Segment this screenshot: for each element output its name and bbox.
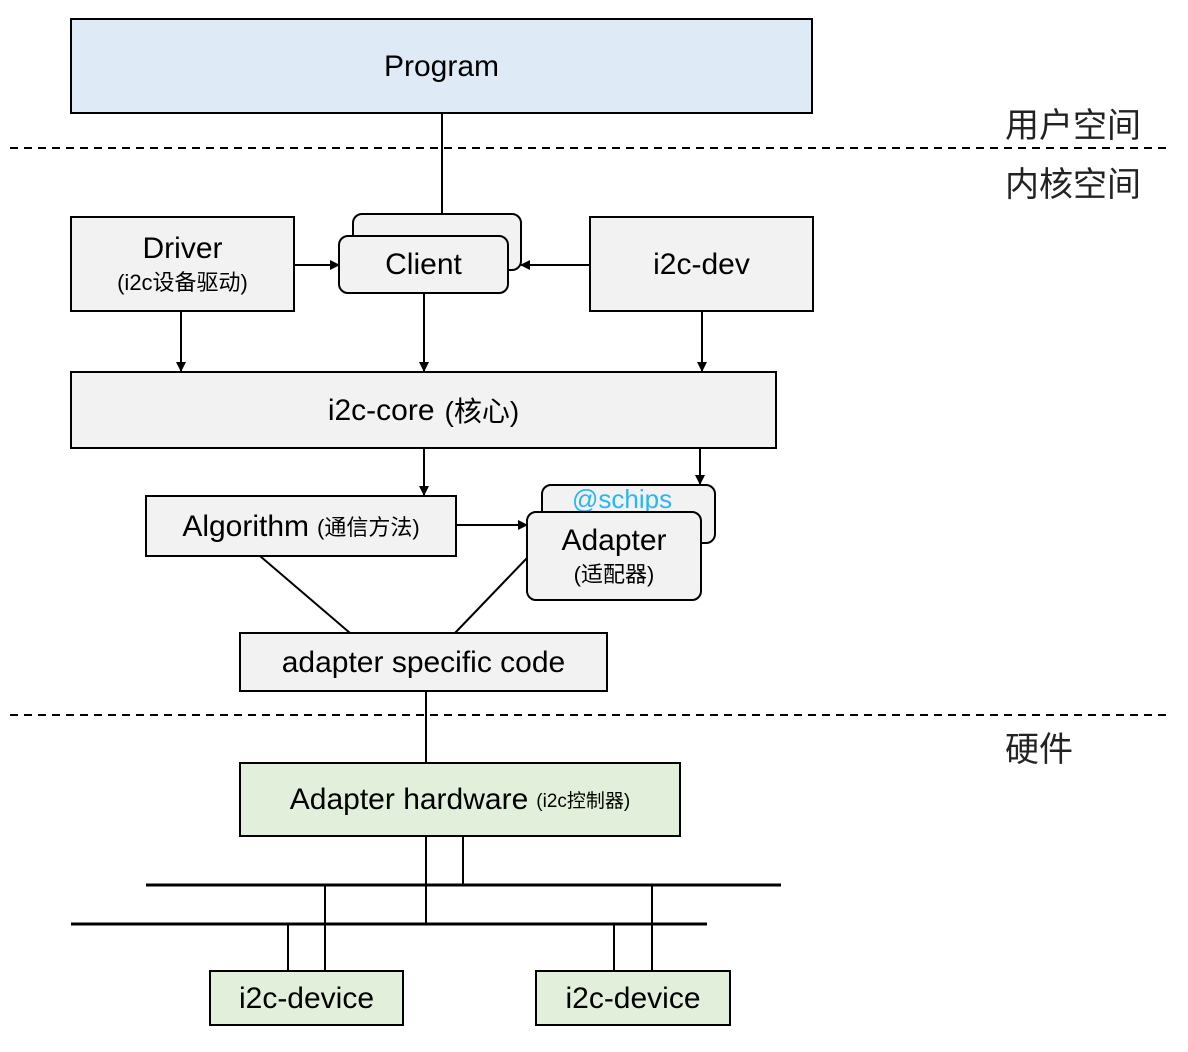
driver-box: Driver (i2c设备驱动) <box>70 216 295 312</box>
adapter-code-line <box>454 557 528 634</box>
i2c-dev-label: i2c-dev <box>653 247 750 281</box>
i2c-core-label: i2c-core <box>327 393 435 427</box>
algorithm-sublabel: (通信方法) <box>317 515 420 540</box>
i2c-device-left-box: i2c-device <box>209 970 404 1026</box>
i2c-device-left-label: i2c-device <box>238 981 375 1015</box>
watermark-text: @schips <box>572 484 673 514</box>
i2c-device-right-box: i2c-device <box>535 970 731 1026</box>
adapter-box: Adapter (适配器) <box>526 511 702 601</box>
algorithm-box: Algorithm (通信方法) <box>145 495 457 557</box>
adapter-sublabel: (适配器) <box>573 561 655 587</box>
adapter-hardware-box: Adapter hardware (i2c控制器) <box>239 762 681 837</box>
algorithm-label: Algorithm <box>182 509 310 543</box>
zone-user-space-label: 用户空间 <box>1005 106 1141 146</box>
client-box: Client <box>338 235 509 294</box>
zone-hardware-label: 硬件 <box>1005 730 1073 770</box>
algorithm-code-line <box>259 555 351 634</box>
adapter-label: Adapter <box>561 523 667 557</box>
adapter-specific-code-label: adapter specific code <box>281 645 566 679</box>
adapter-hardware-sublabel: (i2c控制器) <box>536 791 631 812</box>
i2c-core-box: i2c-core (核心) <box>70 371 777 449</box>
client-label: Client <box>385 248 462 281</box>
driver-label: Driver <box>142 231 223 265</box>
i2c-dev-box: i2c-dev <box>589 216 814 312</box>
driver-sublabel: (i2c设备驱动) <box>117 269 248 295</box>
program-label: Program <box>383 49 500 83</box>
program-box: Program <box>70 18 813 114</box>
i2c-device-right-label: i2c-device <box>565 981 701 1015</box>
i2c-core-sublabel: (核心) <box>444 396 520 427</box>
adapter-specific-code-box: adapter specific code <box>239 632 608 692</box>
zone-kernel-space-label: 内核空间 <box>1005 165 1141 205</box>
adapter-hardware-label: Adapter hardware <box>289 783 529 816</box>
